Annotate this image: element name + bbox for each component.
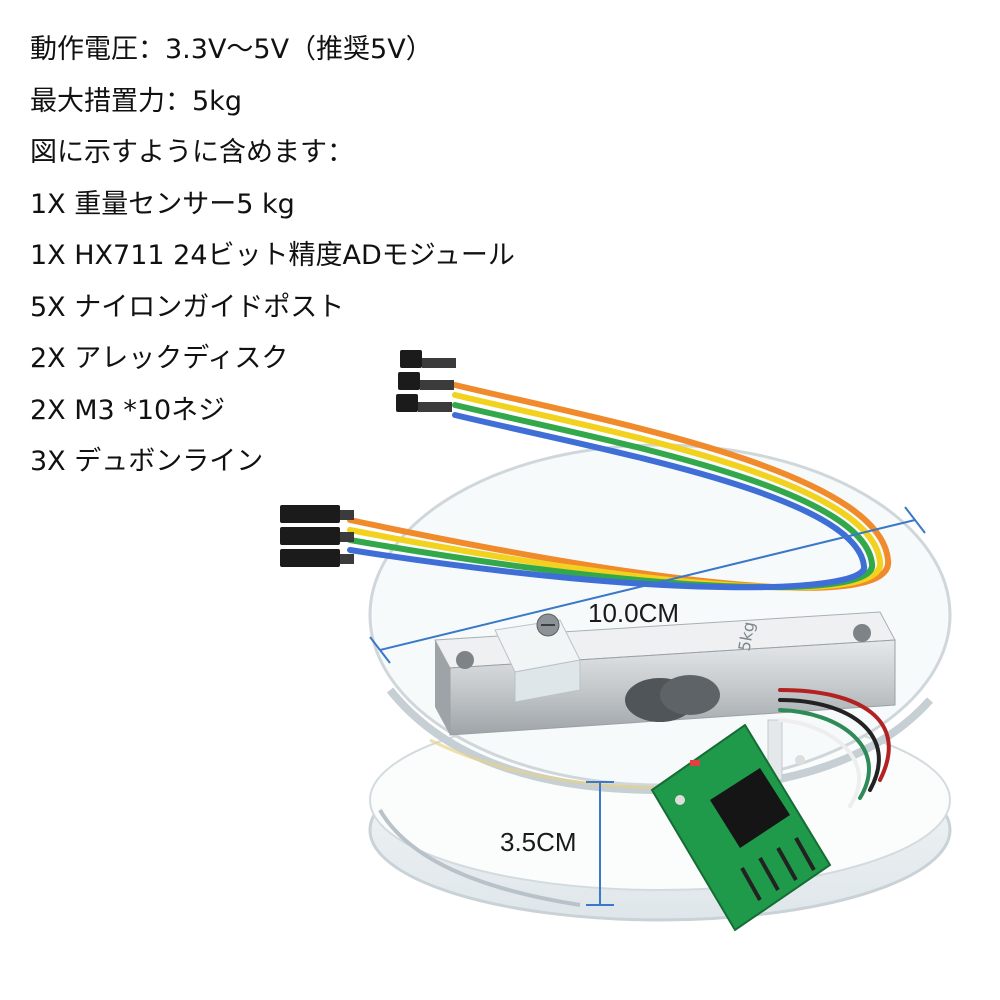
load-cell-label: 5kg bbox=[735, 620, 759, 652]
height-label: 3.5CM bbox=[500, 827, 577, 857]
spec-voltage: 動作電圧：3.3V〜5V（推奨5V） bbox=[30, 34, 433, 65]
height-dimension: 3.5CM bbox=[500, 781, 614, 906]
spec-included-heading: 図に示すように含めます： bbox=[30, 137, 354, 168]
diameter-label: 10.0CM bbox=[588, 598, 679, 628]
spec-item-dupont-lines: 3X デュボンライン bbox=[30, 446, 264, 477]
spec-item-load-cell: 1X 重量センサー5 kg bbox=[30, 188, 295, 220]
dupont-cables bbox=[347, 382, 892, 808]
mounting-block bbox=[494, 613, 581, 703]
spec-item-guide-posts: 5X ナイロンガイドポスト bbox=[30, 291, 345, 323]
diameter-dimension: 10.0CM bbox=[369, 506, 926, 664]
dupont-connector-left bbox=[280, 505, 354, 567]
dupont-connector-upper bbox=[396, 350, 456, 412]
hx711-module bbox=[650, 723, 832, 932]
spec-list: 動作電圧：3.3V〜5V（推奨5V） 最大措置力：5kg 図に示すように含めます… bbox=[30, 24, 515, 488]
spec-item-screws: 2X M3 *10ネジ bbox=[30, 394, 226, 426]
spec-item-hx711: 1X HX711 24ビット精度ADモジュール bbox=[30, 240, 515, 271]
spec-max-load: 最大措置力：5kg bbox=[30, 85, 242, 117]
spec-item-acrylic-discs: 2X アレックディスク bbox=[30, 343, 289, 374]
